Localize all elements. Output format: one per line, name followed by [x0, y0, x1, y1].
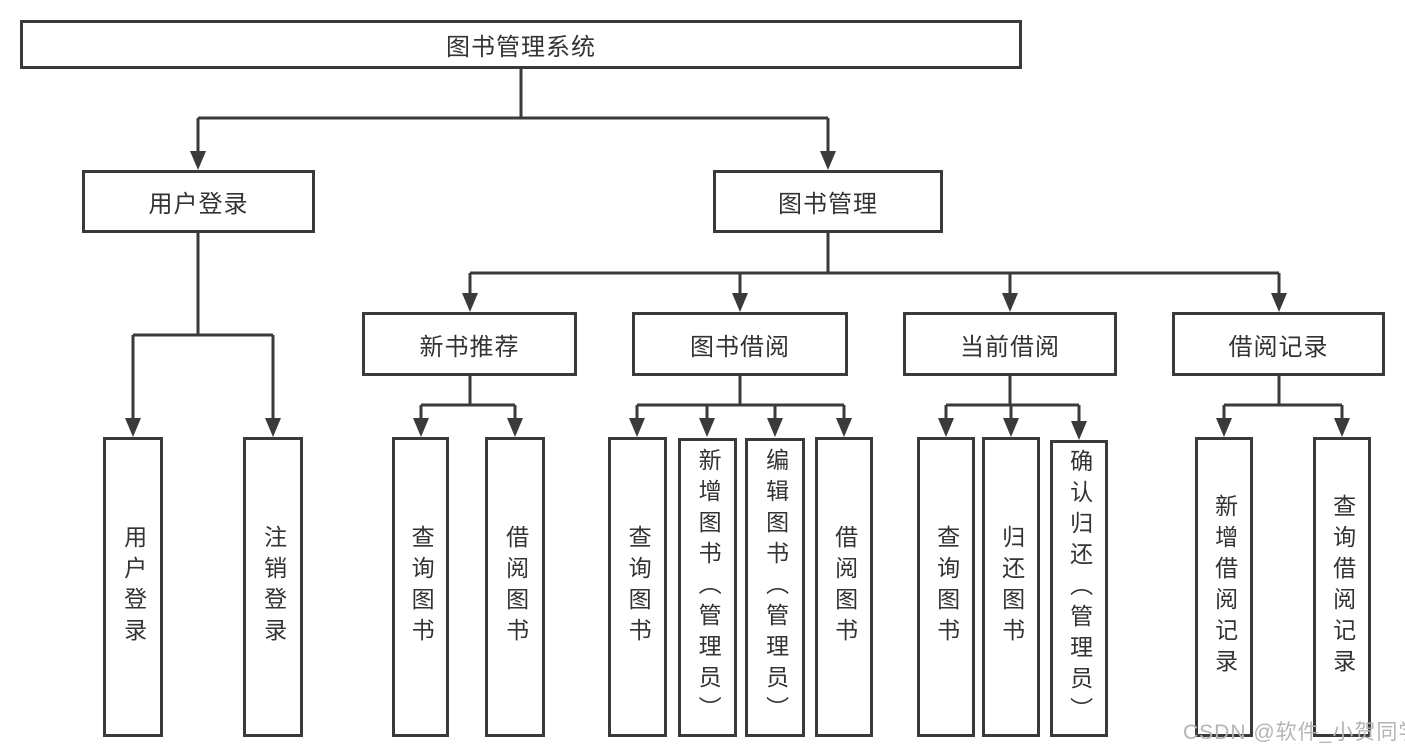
arrow-down-icon — [265, 418, 281, 437]
node-book-borrowing: 图书借阅 — [632, 312, 848, 376]
arrow-down-icon — [462, 293, 478, 312]
leaf-return-books: 归还图书 — [982, 437, 1040, 737]
arrow-down-icon — [1334, 418, 1350, 437]
arrow-down-icon — [1071, 421, 1087, 440]
leaf-user-login: 用户登录 — [103, 437, 163, 737]
arrow-down-icon — [1271, 293, 1287, 312]
node-book-management: 图书管理 — [713, 170, 943, 233]
leaf-confirm-return-admin: 确认归还（管理员） — [1050, 440, 1108, 737]
arrow-down-icon — [732, 293, 748, 312]
arrow-down-icon — [767, 418, 783, 437]
leaf-add-borrow-record: 新增借阅记录 — [1195, 437, 1253, 737]
leaf-borrow-books-borrowing: 借阅图书 — [815, 437, 873, 737]
leaf-logout: 注销登录 — [243, 437, 303, 737]
csdn-watermark: CSDN @软件_小贺同学 — [1183, 721, 1405, 744]
arrow-down-icon — [1003, 418, 1019, 437]
arrow-down-icon — [413, 418, 429, 437]
node-current-borrowing: 当前借阅 — [903, 312, 1117, 376]
node-user-login: 用户登录 — [82, 170, 315, 233]
arrow-down-icon — [1002, 293, 1018, 312]
arrow-down-icon — [190, 151, 206, 170]
arrow-down-icon — [629, 418, 645, 437]
leaf-borrow-books-recommendation: 借阅图书 — [485, 437, 545, 737]
arrow-down-icon — [507, 418, 523, 437]
leaf-query-books-recommendation: 查询图书 — [392, 437, 449, 737]
arrow-down-icon — [125, 418, 141, 437]
arrow-down-icon — [1216, 418, 1232, 437]
leaf-edit-books-admin: 编辑图书（管理员） — [745, 438, 805, 737]
arrow-down-icon — [938, 418, 954, 437]
arrow-down-icon — [699, 418, 715, 437]
node-library-management-system: 图书管理系统 — [20, 20, 1022, 69]
node-borrowing-records: 借阅记录 — [1172, 312, 1385, 376]
leaf-query-borrow-record: 查询借阅记录 — [1313, 437, 1371, 737]
leaf-query-books-borrowing: 查询图书 — [608, 437, 667, 737]
leaf-query-books-current: 查询图书 — [917, 437, 975, 737]
arrow-down-icon — [836, 418, 852, 437]
arrow-down-icon — [820, 151, 836, 170]
leaf-add-books-admin: 新增图书（管理员） — [678, 438, 737, 737]
node-new-book-recommendation: 新书推荐 — [362, 312, 577, 376]
